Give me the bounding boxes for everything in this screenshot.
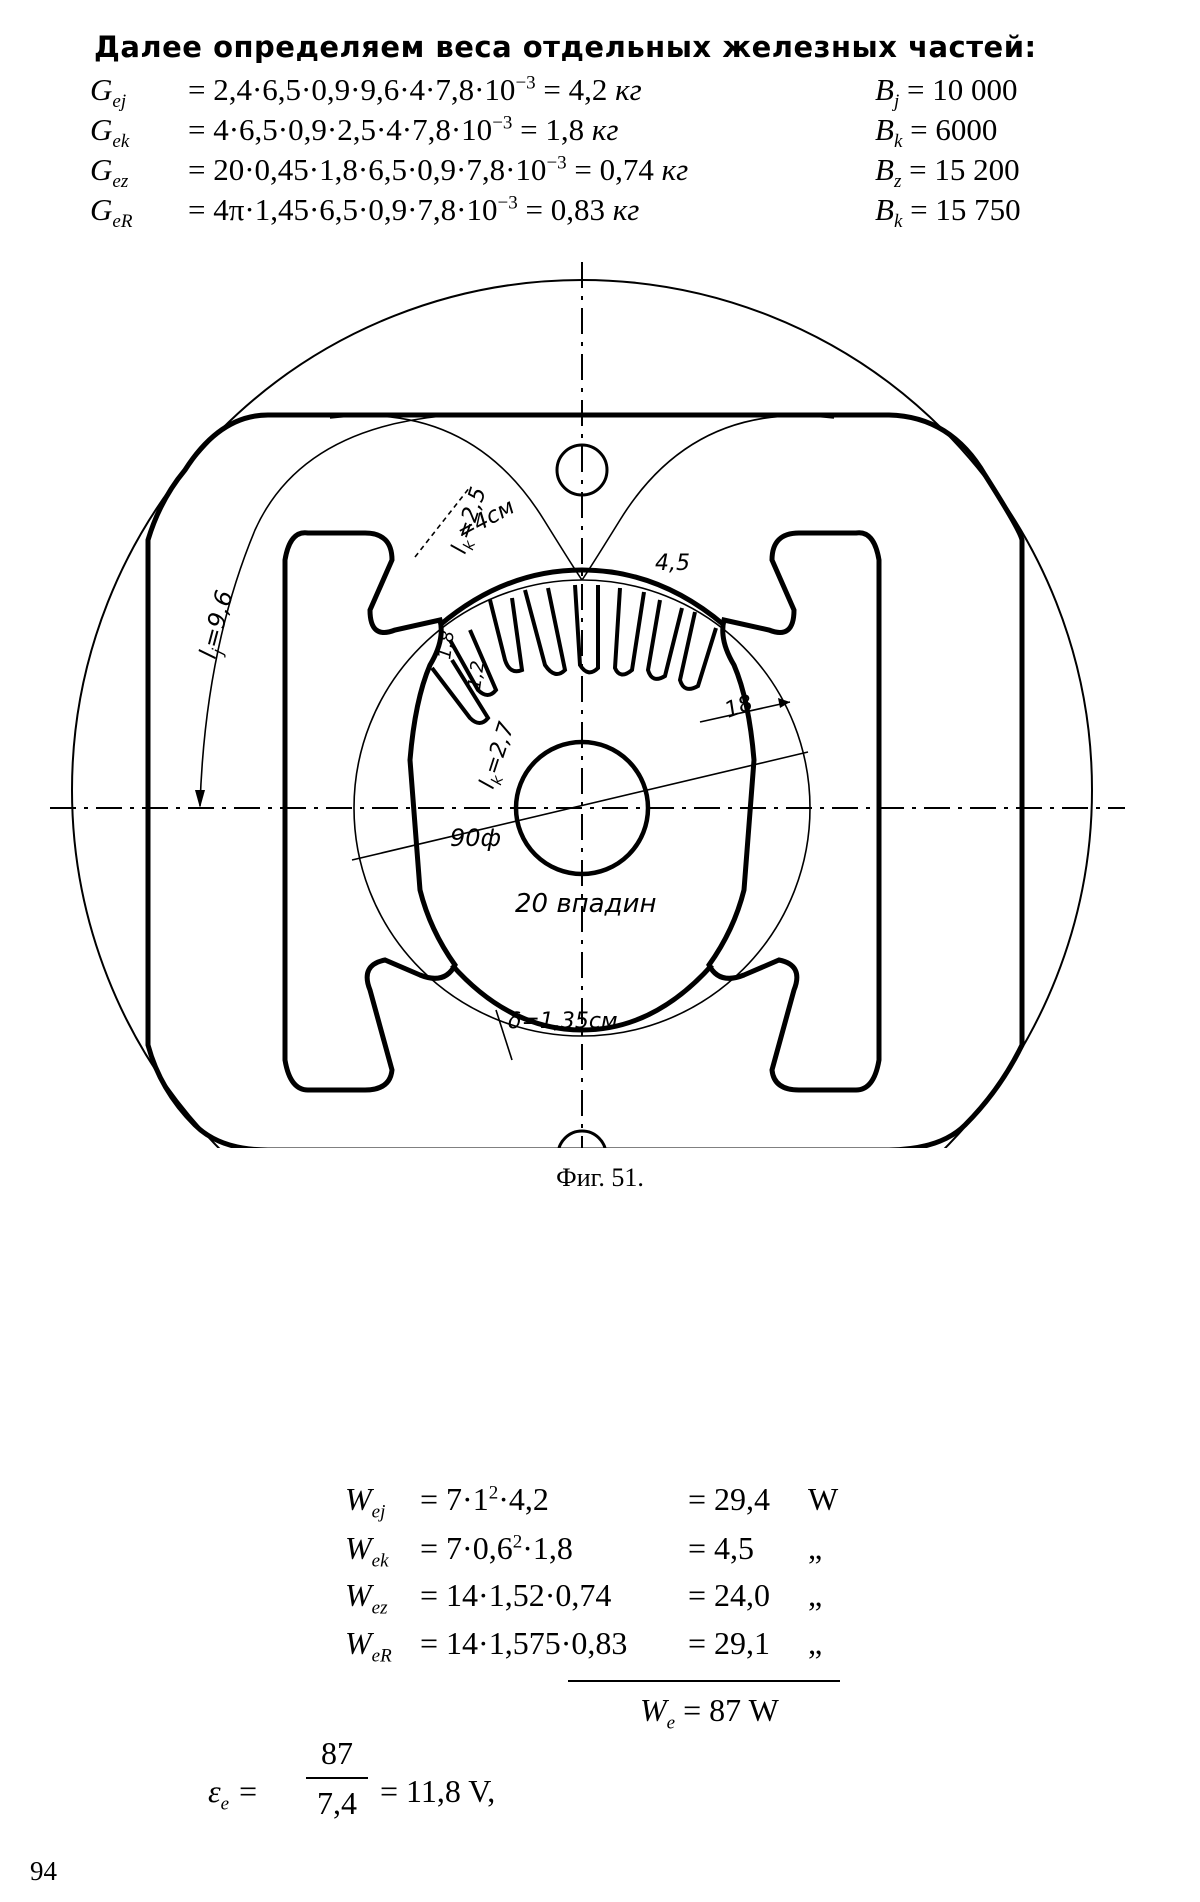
label-slot-1-2: 1,2: [464, 659, 489, 690]
left-pole-window: [282, 530, 458, 1093]
motor-cross-section-drawing: lj=9,6 lk=2,5 =4см 4,5 1,8 1,2 lk=2,7 18…: [50, 262, 1125, 1148]
right-pole-window: [706, 530, 882, 1093]
label-90: 90ф: [450, 824, 501, 852]
label-lj: lj=9,6: [194, 587, 243, 662]
weight-equation-ek: Gek= 4·6,5·0,9·2,5·4·7,8·10−3 = 1,8 кг B…: [90, 112, 998, 153]
intro-text: Далее определяем веса отдельных железных…: [94, 30, 1037, 64]
dim-gap-line: [495, 1009, 513, 1061]
label-4-5: 4,5: [655, 551, 690, 576]
loss-equation-ek: Wek= 7·0,62·1,8= 4,5„: [345, 1530, 823, 1572]
loss-equation-eR: WeR= 14·1,575·0,83= 29,1„: [345, 1625, 823, 1667]
rotor-slot-5: [645, 599, 684, 681]
yoke-outline: [145, 412, 1025, 1148]
label-slot-1-8: 1,8: [434, 629, 459, 660]
rotor-slot-3: [573, 584, 600, 675]
stator-bore-top: [438, 567, 726, 627]
loss-equation-ez: Wez= 14·1,52·0,74= 24,0„: [345, 1577, 823, 1619]
label-air-gap: δ=1,35см: [508, 1009, 618, 1034]
dim-18-arrowhead: [778, 698, 790, 708]
rotor-slot-1: [488, 597, 525, 674]
dim-lk-line: [414, 486, 471, 558]
shaft-circle: [513, 739, 651, 877]
dim-18-line: [699, 701, 791, 723]
upper-left-arc: [329, 414, 583, 581]
epsilon-fraction: 87 7,4: [306, 1733, 368, 1823]
figure-caption: Фиг. 51.: [556, 1163, 644, 1192]
outer-circle: [71, 279, 1093, 1148]
rotor-slot-left-b: [430, 658, 491, 725]
total-loss: We = 87 W: [640, 1692, 779, 1734]
rotor-slot-2: [523, 587, 568, 676]
stator-bore-bottom: [450, 963, 714, 1033]
lower-bolt-hole-outline: [557, 1129, 607, 1148]
sum-rule: [568, 1680, 840, 1682]
rotor-slot-left-a: [448, 629, 499, 697]
dim-lj-arrowhead: [195, 790, 205, 808]
dim-90-line: [351, 751, 809, 861]
page-number: 94: [30, 1856, 57, 1886]
upper-right-arc: [581, 414, 835, 581]
weight-equation-ez: Gez= 20·0,45·1,8·6,5·0,9·7,8·10−3 = 0,74…: [90, 152, 1020, 193]
weight-equation-eR: GeR= 4π·1,45·6,5·0,9·7,8·10−3 = 0,83 кг …: [90, 192, 1021, 233]
dim-lj-arc: [199, 415, 443, 807]
weight-equation-ej: Gej= 2,4·6,5·0,9·9,6·4·7,8·10−3 = 4,2 кг…: [90, 72, 1018, 113]
upper-bolt-hole: [555, 443, 609, 497]
label-lk-mid: lk=2,7: [475, 719, 524, 793]
rotor-slot-4: [612, 587, 646, 677]
label-20-slots: 20 впадин: [515, 889, 656, 919]
rotor-slot-6: [677, 611, 718, 691]
rotor-circle: [353, 579, 811, 1037]
